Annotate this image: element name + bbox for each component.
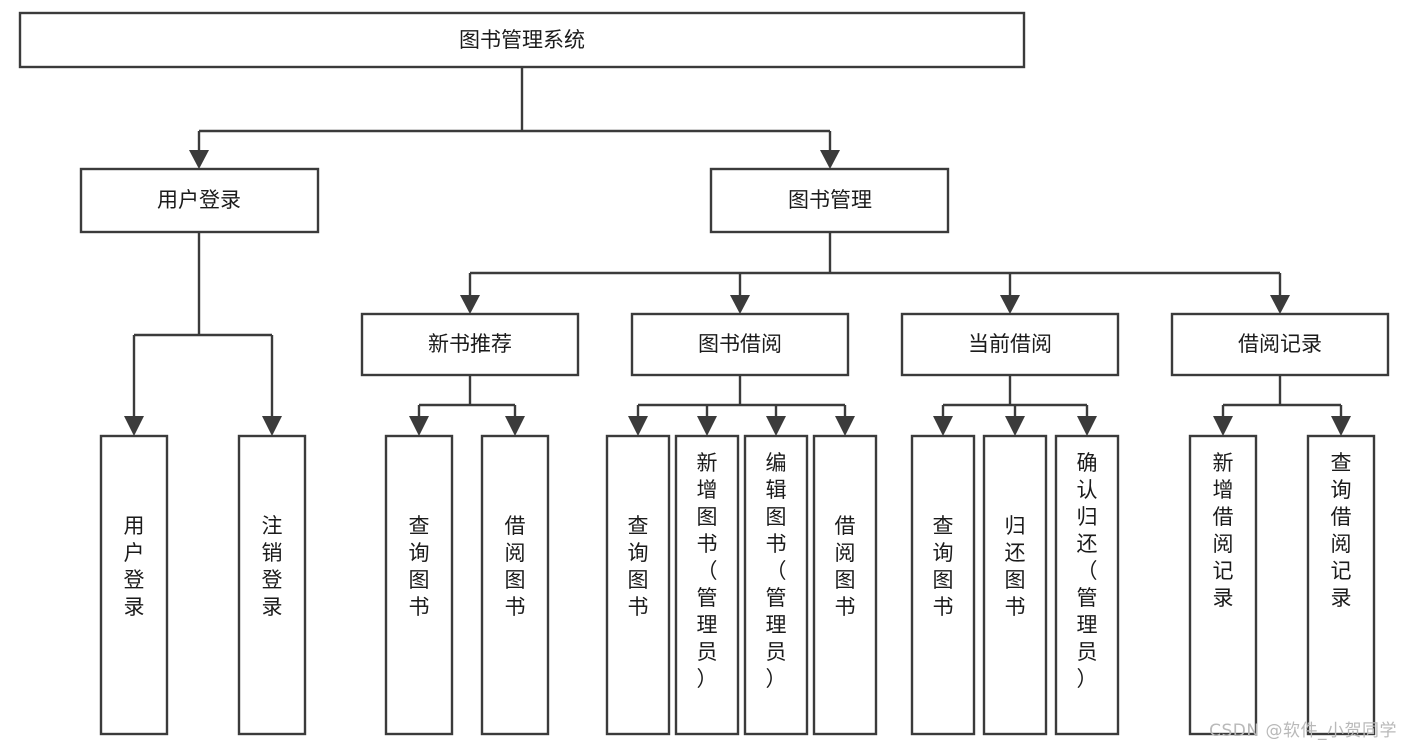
node-leaf-return-book-box[interactable] [982,434,1048,736]
node-leaf-user-logout-label: 注销登录 [262,514,283,619]
node-current-borrow-box[interactable] [900,312,1120,377]
arrow-head-leaf-add-book [697,416,717,436]
node-root[interactable]: 图书管理系统 [18,11,1026,69]
node-user-login[interactable]: 用户登录 [79,167,320,234]
arrow-head-leaf-borrow-book-1 [505,416,525,436]
arrow-head-user-login [189,150,209,169]
node-leaf-borrow-book-2-label: 借阅图书 [835,514,856,619]
node-leaf-confirm-return[interactable]: 确认归还（管理员） [1054,434,1120,736]
node-leaf-query-book-2-label: 查询图书 [628,514,649,619]
arrow-head-leaf-user-login [124,416,144,436]
node-leaf-edit-book-label: 编辑图书（管理员） [766,451,787,691]
node-new-book-recommend[interactable]: 新书推荐 [360,312,580,377]
arrow-head-current-borrow [1000,295,1020,314]
node-leaf-query-book-1-box[interactable] [384,434,454,736]
arrow-head-leaf-borrow-book-2 [835,416,855,436]
node-leaf-query-book-2[interactable]: 查询图书 [605,434,671,736]
node-book-borrow-label: 图书借阅 [698,332,782,356]
node-leaf-query-record-box[interactable] [1306,434,1376,736]
node-leaf-query-record[interactable]: 查询借阅记录 [1306,434,1376,736]
node-leaf-add-record-box[interactable] [1188,434,1258,736]
node-leaf-query-book-2-box[interactable] [605,434,671,736]
arrow-head-leaf-query-book-2 [628,416,648,436]
node-borrow-record-label: 借阅记录 [1238,332,1322,356]
node-leaf-user-logout[interactable]: 注销登录 [237,434,307,736]
node-leaf-query-book-3-label: 查询图书 [933,514,954,619]
node-book-manage-box[interactable] [709,167,950,234]
node-leaf-add-record[interactable]: 新增借阅记录 [1188,434,1258,736]
node-leaf-borrow-book-1-box[interactable] [480,434,550,736]
arrow-head-leaf-query-book-1 [409,416,429,436]
node-leaf-edit-book[interactable]: 编辑图书（管理员） [743,434,809,736]
node-leaf-user-login[interactable]: 用户登录 [99,434,169,736]
node-leaf-user-login-box[interactable] [99,434,169,736]
arrow-head-leaf-edit-book [766,416,786,436]
node-leaf-query-record-label: 查询借阅记录 [1331,451,1352,610]
node-leaf-add-book[interactable]: 新增图书（管理员） [674,434,740,736]
node-leaf-return-book[interactable]: 归还图书 [982,434,1048,736]
node-new-book-recommend-label: 新书推荐 [428,332,512,356]
node-leaf-add-record-label: 新增借阅记录 [1213,451,1234,610]
node-borrow-record[interactable]: 借阅记录 [1170,312,1390,377]
arrow-head-leaf-add-record [1213,416,1233,436]
arrow-head-book-manage [820,150,840,169]
node-user-login-box[interactable] [79,167,320,234]
node-leaf-borrow-book-2-box[interactable] [812,434,878,736]
node-leaf-return-book-label: 归还图书 [1005,514,1026,619]
node-leaf-confirm-return-box[interactable] [1054,434,1120,736]
node-leaf-query-book-1-label: 查询图书 [409,514,430,619]
arrow-head-leaf-query-record [1331,416,1351,436]
csdn-watermark: CSDN @软件_小贺同学 [1209,721,1397,741]
node-book-manage[interactable]: 图书管理 [709,167,950,234]
node-new-book-recommend-box[interactable] [360,312,580,377]
node-root-label: 图书管理系统 [459,28,585,52]
arrow-head-leaf-query-book-3 [933,416,953,436]
node-leaf-query-book-3-box[interactable] [910,434,976,736]
arrow-head-new-book-recommend [460,295,480,314]
node-root-box[interactable] [18,11,1026,69]
node-book-borrow[interactable]: 图书借阅 [630,312,850,377]
arrow-head-leaf-user-logout [262,416,282,436]
node-leaf-query-book-3[interactable]: 查询图书 [910,434,976,736]
node-book-manage-label: 图书管理 [788,188,872,212]
node-leaf-edit-book-box[interactable] [743,434,809,736]
arrow-head-borrow-record [1270,295,1290,314]
node-leaf-user-login-label: 用户登录 [124,514,145,619]
node-current-borrow-label: 当前借阅 [968,332,1052,356]
node-book-borrow-box[interactable] [630,312,850,377]
node-leaf-query-book-1[interactable]: 查询图书 [384,434,454,736]
connector-layer [124,67,1351,436]
node-current-borrow[interactable]: 当前借阅 [900,312,1120,377]
node-leaf-confirm-return-label: 确认归还（管理员） [1077,451,1098,691]
node-leaf-add-book-label: 新增图书（管理员） [697,451,718,691]
node-leaf-borrow-book-1-label: 借阅图书 [505,514,526,619]
arrow-head-leaf-return-book [1005,416,1025,436]
arrow-head-leaf-confirm-return [1077,416,1097,436]
node-user-login-label: 用户登录 [157,188,241,212]
node-leaf-borrow-book-2[interactable]: 借阅图书 [812,434,878,736]
node-leaf-borrow-book-1[interactable]: 借阅图书 [480,434,550,736]
arrow-head-book-borrow [730,295,750,314]
node-leaf-user-logout-box[interactable] [237,434,307,736]
node-leaf-add-book-box[interactable] [674,434,740,736]
node-borrow-record-box[interactable] [1170,312,1390,377]
